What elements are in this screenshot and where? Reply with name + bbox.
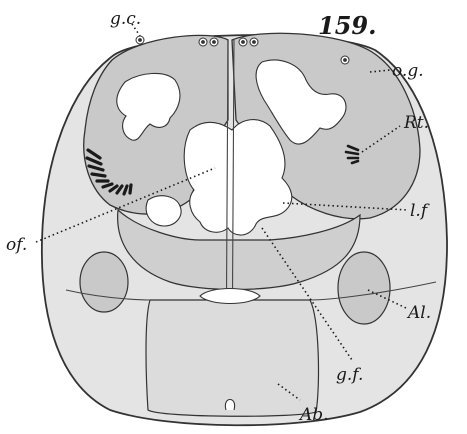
label-rt: Rt.	[403, 113, 429, 133]
lower-left-cavity	[146, 196, 181, 226]
left-lateral-body	[80, 252, 128, 312]
label-og: o.g.	[392, 61, 424, 81]
label-al: Al.	[406, 303, 431, 323]
right-lateral-body	[338, 252, 390, 324]
bottom-pore	[225, 400, 234, 411]
abdominal-block	[146, 300, 318, 416]
label-gc: g.c.	[110, 9, 141, 29]
label-ab: Ab.	[298, 405, 329, 425]
label-gf: g.f.	[336, 365, 363, 385]
dorsal-notch	[200, 289, 260, 304]
label-of: of.	[6, 235, 27, 255]
label-lf: l.f	[410, 201, 430, 221]
figure-number: 159.	[318, 11, 376, 40]
